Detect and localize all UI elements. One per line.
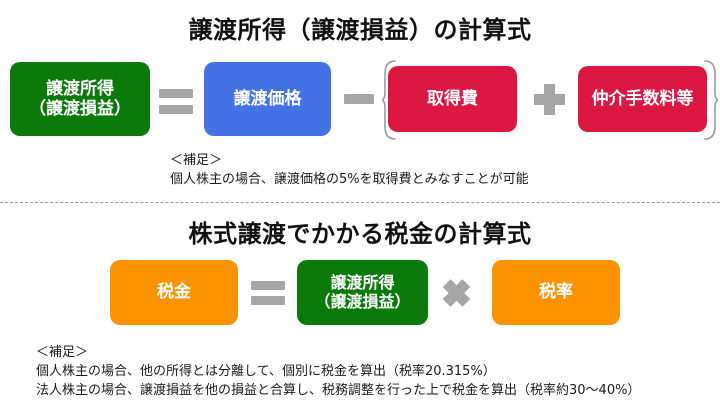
box-capital-gain-line-2: （譲渡損益） xyxy=(29,99,131,119)
box-transfer-price: 譲渡価格 xyxy=(204,62,331,136)
section-2-note-line-2: 法人株主の場合、譲渡損益を他の損益と合算し、税務調整を行った上で税金を算出（税率… xyxy=(36,382,641,398)
operator-multiply xyxy=(442,279,470,307)
section-1-note-heading: ＜補足＞ xyxy=(170,153,223,168)
box-acquisition-cost-label: 取得費 xyxy=(427,88,478,109)
section-2-title: 株式譲渡でかかる税金の計算式 xyxy=(188,220,532,248)
section-divider xyxy=(0,202,720,203)
operator-equals-2 xyxy=(251,281,285,305)
operator-plus xyxy=(534,84,565,115)
equals-bar-top xyxy=(159,89,193,98)
box-tax: 税金 xyxy=(110,260,238,325)
box-tax-rate: 税率 xyxy=(492,260,620,325)
section-2-note: ＜補足＞ 個人株主の場合、他の所得とは分離して、個別に税金を算出（税率20.31… xyxy=(36,344,640,401)
box-brokerage-fee: 仲介手数料等 xyxy=(578,66,707,132)
minus-bar xyxy=(344,94,374,104)
section-1-title: 譲渡所得（譲渡損益）の計算式 xyxy=(188,16,532,44)
box-tax-label: 税金 xyxy=(157,282,191,303)
box-brokerage-fee-label: 仲介手数料等 xyxy=(591,88,694,109)
box-capital-gain-2-line-1: 譲渡所得 xyxy=(330,272,395,292)
plus-bar-vertical xyxy=(544,84,555,115)
equals-bar-bottom xyxy=(159,105,193,114)
section-2-note-heading: ＜補足＞ xyxy=(36,345,89,360)
equals-bar-top-2 xyxy=(251,281,285,290)
section-1-note: ＜補足＞ 個人株主の場合、譲渡価格の5%を取得費とみなすことが可能 xyxy=(170,152,529,190)
box-capital-gain-2-line-2: （譲渡損益） xyxy=(314,291,411,311)
box-transfer-price-label: 譲渡価格 xyxy=(233,88,302,109)
box-acquisition-cost: 取得費 xyxy=(388,66,517,132)
equals-bar-bottom-2 xyxy=(251,296,285,305)
operator-minus xyxy=(344,94,374,104)
section-1-note-line-1: 個人株主の場合、譲渡価格の5%を取得費とみなすことが可能 xyxy=(170,171,529,187)
operator-equals xyxy=(159,89,193,114)
section-2-note-line-1: 個人株主の場合、他の所得とは分離して、個別に税金を算出（税率20.315%） xyxy=(36,363,496,379)
box-tax-rate-label: 税率 xyxy=(539,282,573,303)
box-capital-gain-2: 譲渡所得 （譲渡損益） xyxy=(297,260,428,325)
box-capital-gain-line-1: 譲渡所得 xyxy=(46,78,114,99)
box-capital-gain: 譲渡所得 （譲渡損益） xyxy=(10,62,150,136)
